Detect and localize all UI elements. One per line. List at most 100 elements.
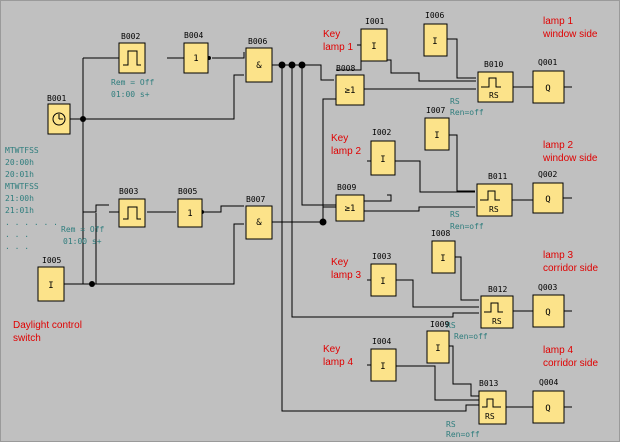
b010-ren-param: Ren=off xyxy=(450,108,484,117)
input-i004[interactable]: I I004 xyxy=(370,337,397,382)
timer-schedule: MTWTFSS 20:00h 20:01h MTWTFSS 21:00h 21:… xyxy=(5,146,58,251)
timer-line: 20:01h xyxy=(5,170,34,179)
input-i003[interactable]: I I003 xyxy=(370,252,397,297)
b003-time-param: 01:00 s+ xyxy=(63,237,102,246)
block-b002-pulse[interactable]: B002 Rem = Off 01:00 s+ xyxy=(111,32,155,99)
b002-time-param: 01:00 s+ xyxy=(111,90,150,99)
latch-pulse-icon xyxy=(480,190,500,201)
latch-pulse-icon xyxy=(482,398,501,408)
b002-rem-param: Rem = Off xyxy=(111,78,155,87)
block-label-i005: I005 xyxy=(42,256,61,265)
lamp-2-label: lamp 2 xyxy=(543,140,573,151)
block-b006-and[interactable]: & B006 xyxy=(245,37,273,83)
input-symbol: I xyxy=(435,344,440,354)
block-label-b001: B001 xyxy=(47,94,66,103)
lamp-1-label: window side xyxy=(542,29,598,40)
key-lamp-4-label: Key xyxy=(323,344,340,355)
block-label-q001: Q001 xyxy=(538,58,557,67)
b011-ren-param: Ren=off xyxy=(450,222,484,231)
latch-pulse-icon xyxy=(481,77,501,88)
block-label-b007: B007 xyxy=(246,195,265,204)
not-symbol: 1 xyxy=(187,209,192,219)
not-symbol: 1 xyxy=(193,54,198,64)
input-symbol: I xyxy=(380,362,385,372)
clock-icon xyxy=(52,112,66,126)
input-i005[interactable]: I I005 xyxy=(37,256,65,302)
lamp-3-label: lamp 3 xyxy=(543,250,573,261)
annotations: Key lamp 1 Key lamp 2 Key lamp 3 Key lam… xyxy=(13,16,598,369)
output-symbol: Q xyxy=(545,195,550,205)
input-symbol: I xyxy=(380,277,385,287)
block-label-i001: I001 xyxy=(365,17,384,26)
block-label-b010: B010 xyxy=(484,60,503,69)
block-b003-pulse[interactable]: B003 Rem = Off 01:00 s+ xyxy=(61,187,146,246)
block-label-b011: B011 xyxy=(488,172,507,181)
block-b012-latch[interactable]: RS B012 RS Ren=off xyxy=(446,285,514,341)
or-symbol: ≥1 xyxy=(345,86,356,96)
input-symbol: I xyxy=(48,281,53,291)
input-i001[interactable]: I I001 xyxy=(360,17,388,62)
and-symbol: & xyxy=(256,61,262,71)
block-label-q002: Q002 xyxy=(538,170,557,179)
pulse-icon xyxy=(123,50,141,66)
rs-symbol: RS xyxy=(485,412,495,421)
key-lamp-3-label: lamp 3 xyxy=(331,270,361,281)
timer-line: . . . xyxy=(5,242,29,251)
lamp-4-label: lamp 4 xyxy=(543,345,573,356)
output-q002[interactable]: Q Q002 xyxy=(532,170,564,214)
block-label-b006: B006 xyxy=(248,37,267,46)
rs-symbol: RS xyxy=(489,205,499,214)
block-b007-and[interactable]: & B007 xyxy=(245,195,273,240)
output-q001[interactable]: Q Q001 xyxy=(532,58,565,104)
key-lamp-2-label: lamp 2 xyxy=(331,146,361,157)
timer-line: MTWTFSS xyxy=(5,182,39,191)
key-lamp-4-label: lamp 4 xyxy=(323,357,353,368)
block-b004-not[interactable]: 1 B004 xyxy=(183,31,209,74)
timer-line: . . . . . . xyxy=(5,218,58,227)
input-i007[interactable]: I I007 xyxy=(424,106,450,151)
output-q003[interactable]: Q Q003 xyxy=(532,283,565,328)
block-b010-latch[interactable]: RS B010 RS Ren=off xyxy=(450,60,514,117)
b012-ren-param: Ren=off xyxy=(454,332,488,341)
b012-rs-label: RS xyxy=(446,321,456,330)
input-i008[interactable]: I I008 xyxy=(431,229,456,274)
output-symbol: Q xyxy=(545,84,550,94)
b010-rs-label: RS xyxy=(450,97,460,106)
b013-rs-label: RS xyxy=(446,420,456,429)
input-symbol: I xyxy=(440,254,445,264)
daylight-switch-label: Daylight control xyxy=(13,320,82,331)
input-symbol: I xyxy=(371,42,376,52)
b003-rem-param: Rem = Off xyxy=(61,225,105,234)
key-lamp-1-label: lamp 1 xyxy=(323,42,353,53)
block-label-b012: B012 xyxy=(488,285,507,294)
input-i009[interactable]: I I009 xyxy=(426,320,450,364)
block-b001-timer[interactable]: B001 xyxy=(47,94,71,135)
block-b005-not[interactable]: 1 B005 xyxy=(177,187,203,228)
rs-symbol: RS xyxy=(492,317,502,326)
junction-dot xyxy=(288,61,296,69)
output-symbol: Q xyxy=(545,404,550,414)
block-b013-latch[interactable]: RS B013 RS Ren=off xyxy=(446,379,507,439)
block-label-i009: I009 xyxy=(430,320,449,329)
lamp-3-label: corridor side xyxy=(543,263,598,274)
block-b008-or[interactable]: ≥1 B008 xyxy=(335,64,365,106)
output-q004[interactable]: Q Q004 xyxy=(532,378,565,424)
block-label-i004: I004 xyxy=(372,337,391,346)
junction-dot xyxy=(80,116,86,122)
block-label-b009: B009 xyxy=(337,183,356,192)
junction-dot xyxy=(298,61,306,69)
input-i002[interactable]: I I002 xyxy=(370,128,396,176)
junction-dot xyxy=(278,61,286,69)
key-lamp-2-label: Key xyxy=(331,133,348,144)
block-b011-latch[interactable]: RS B011 RS Ren=off xyxy=(450,172,513,231)
and-symbol: & xyxy=(256,218,262,228)
block-label-b005: B005 xyxy=(178,187,197,196)
input-i006[interactable]: I I006 xyxy=(423,11,448,57)
timer-line: MTWTFSS xyxy=(5,146,39,155)
latch-pulse-icon xyxy=(484,302,503,313)
input-symbol: I xyxy=(432,37,437,47)
block-b009-or[interactable]: ≥1 B009 xyxy=(335,183,365,222)
timer-line: 21:01h xyxy=(5,206,34,215)
